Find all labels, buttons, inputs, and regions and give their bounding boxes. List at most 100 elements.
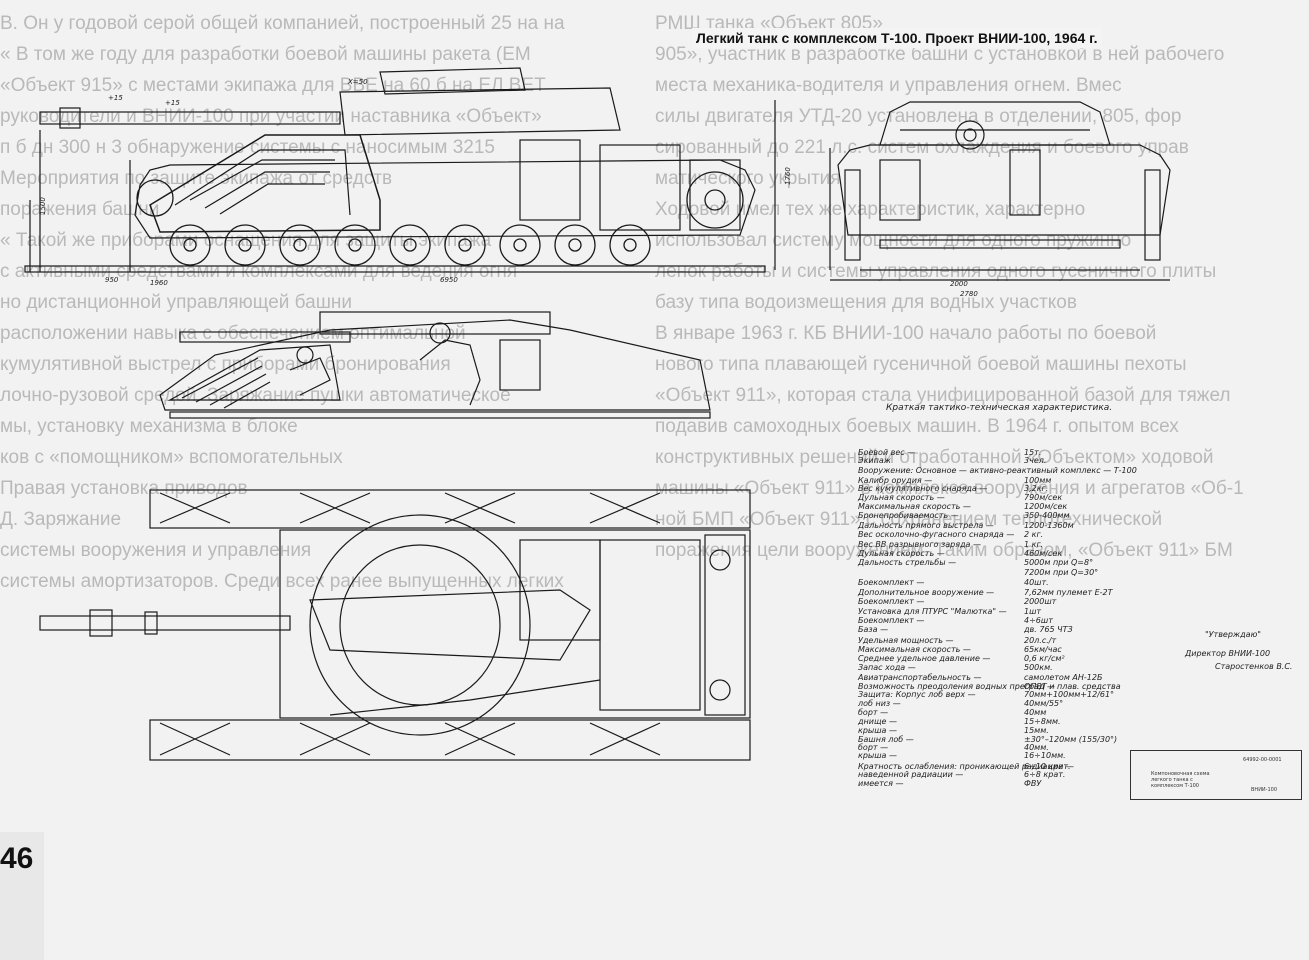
spec-row: Боекомплект —4÷6шт	[848, 616, 1148, 626]
spec-row: имеется — ФВУ	[848, 779, 1148, 789]
spec-row-label: днище —	[858, 717, 897, 726]
spec-row-value: 6÷10 крат.	[1024, 762, 1071, 771]
spec-row-label: Максимальная скорость —	[858, 645, 971, 654]
spec-row: Вес ВВ разрывного заряда —1 кг.	[848, 540, 1148, 550]
spec-row: Дульная скорость —790м/сек	[848, 493, 1148, 503]
background-text-line: системы амортизаторов. Среди всех ранее …	[0, 571, 564, 592]
spec-row-value: 0,6 кг/см²	[1024, 654, 1065, 663]
background-text-line: матического укрытия	[655, 168, 841, 189]
spec-row-value: 15мм.	[1024, 726, 1049, 735]
spec-row: крыша —16÷10мм.	[848, 751, 1148, 761]
spec-row: Запас хода — 500км.	[848, 663, 1148, 673]
spec-row-value: 2 кг.	[1024, 530, 1044, 539]
spec-row: База —дв. 765 ЧТЗ	[848, 625, 1148, 635]
title-block-stamp: 64992-00-0001 Компоновочная схема легког…	[1130, 750, 1302, 800]
spec-row-value: 40мм.	[1024, 743, 1049, 752]
dimension-label: 2000	[950, 280, 968, 288]
spec-row: лоб низ — 40мм/55°	[848, 699, 1148, 709]
spec-row-value: 20л.с./т	[1024, 636, 1057, 645]
spec-row-label: лоб низ —	[858, 699, 901, 708]
spec-row-label: Боекомплект —	[858, 616, 925, 625]
background-text-line: руководители и ВНИИ-100 при участии наст…	[0, 106, 542, 127]
spec-row-value: 2000шт	[1024, 597, 1057, 606]
spec-row-label: Дополнительное вооружение —	[858, 588, 995, 597]
spec-row: Дальность прямого выстрела —1200-1360м	[848, 521, 1148, 531]
spec-row-value: ФВУ	[1024, 779, 1042, 788]
background-text-line: поражения цели вооружением. Таким образо…	[655, 540, 1233, 561]
spec-row-label: крыша —	[858, 726, 897, 735]
top-view	[39, 489, 751, 761]
spec-row-label: Запас хода —	[858, 663, 916, 672]
background-text-line: сированный до 221 л.с. систем охлаждения…	[655, 137, 1189, 158]
spec-row: 7200м при Q=30°	[848, 568, 1148, 578]
spec-row-label: Авиатранспортабельность —	[858, 673, 982, 682]
spec-row-value: 7,62мм пулемет Е-2Т	[1024, 588, 1113, 597]
stamp-code: 64992-00-0001	[1243, 757, 1282, 763]
spec-row-label: Калибр орудия —	[858, 476, 933, 485]
background-text-line: ков с «помощником» вспомогательных	[0, 447, 343, 468]
spec-row: Максимальная скорость —1200м/сек	[848, 502, 1148, 512]
spec-row: наведенной радиации —6÷8 крат.	[848, 770, 1148, 780]
spec-row-value: 16÷10мм.	[1024, 751, 1066, 760]
dimension-label: 6950	[440, 276, 458, 284]
spec-row: Дополнительное вооружение — 7,62мм пулеме…	[848, 588, 1148, 598]
dimension-label: +15	[165, 99, 180, 107]
spec-row: Вес осколочно-фугасного снаряда —2 кг.	[848, 530, 1148, 540]
spec-row: Установка для ПТУРС "Малютка" —1шт	[848, 607, 1148, 617]
spec-row-value: ОПВТ и плав. средства	[1024, 682, 1121, 691]
spec-row-label: наведенной радиации —	[858, 770, 964, 779]
spec-row: Вес кумулятивного снаряда —3,2кг.	[848, 484, 1148, 494]
spec-row-label: Дальность стрельбы —	[858, 558, 957, 567]
spec-row-label: Установка для ПТУРС "Малютка" —	[858, 607, 1007, 616]
spec-row-label: имеется —	[858, 779, 904, 788]
background-text-line: ной БМП «Объект 911» с сохранением тепло…	[655, 509, 1163, 530]
approval-line-2: Директор ВНИИ-100	[1185, 649, 1271, 658]
spec-row-label: Экипаж	[858, 456, 891, 465]
spec-row: Боевой вес —15т.	[848, 448, 1148, 458]
background-text-line: но дистанционной управляющей башни	[0, 292, 353, 313]
background-text-line: 905», участник в разработке башни с уста…	[655, 44, 1225, 65]
spec-row: Дульная скорость —460м/сек	[848, 549, 1148, 559]
spec-row-label: Вес ВВ разрывного заряда —	[858, 540, 982, 549]
background-text-line: « Такой же приборами оснащения для защит…	[0, 230, 492, 251]
approval-line-3: Старостенков В.С.	[1215, 662, 1293, 671]
spec-row-label: База —	[858, 625, 889, 634]
spec-row-value: 40мм/55°	[1024, 699, 1064, 708]
spec-row-label: Возможность преодоления водных преград —	[858, 682, 1056, 691]
spec-row: Кратность ослабления: проникающей радиац…	[848, 762, 1148, 772]
stamp-org: ВНИИ-100	[1251, 787, 1278, 793]
side-view-road-wheels	[136, 171, 744, 266]
spec-row: Башня лоб —±30°–120мм (155/30°)	[848, 735, 1148, 745]
spec-row-value: 7200м при Q=30°	[1024, 568, 1099, 577]
spec-row-value: 40мм	[1024, 708, 1047, 717]
spec-row-value: 5000м при Q=8°	[1024, 558, 1094, 567]
spec-row-value: 790м/сек	[1024, 493, 1063, 502]
front-view	[774, 100, 1171, 281]
spec-row-value: 70мм+100мм+12/61°	[1024, 690, 1115, 699]
spec-row-label: Среднее удельное давление —	[858, 654, 991, 663]
spec-row-value: 100мм	[1024, 476, 1052, 485]
spec-row: днище —15÷8мм.	[848, 717, 1148, 727]
background-text-line: подавив самоходных боевых машин. В 1964 …	[655, 416, 1179, 437]
spec-row-label: Вооружение: Основное — активно-реактивны…	[858, 466, 1137, 475]
spec-row-value: 500км.	[1024, 663, 1053, 672]
spec-row-value: самолетом АН-12Б	[1024, 673, 1103, 682]
background-text-line: ленок работы и системы управления одного…	[655, 261, 1217, 282]
spec-row: Бронепробиваемость —350-400мм	[848, 511, 1148, 521]
spec-row-value: 350-400мм	[1024, 511, 1070, 520]
dimension-label: +15	[108, 94, 123, 102]
spec-row-value: 1200м/сек	[1024, 502, 1068, 511]
spec-row-label: Кратность ослабления: проникающей радиац…	[858, 762, 1074, 771]
side-view	[24, 67, 766, 273]
spec-row-label: Защита: Корпус лоб верх —	[858, 690, 976, 699]
spec-row-value: 1200-1360м	[1024, 521, 1074, 530]
spec-row: Вооружение: Основное — активно-реактивны…	[848, 466, 1148, 476]
background-text-line: В. Он у годовой серой общей компанией, п…	[0, 13, 565, 34]
background-text-line: кумулятивной выстрел с приборами брониро…	[0, 354, 451, 375]
spec-row: Дальность стрельбы — 5000м при Q=8°	[848, 558, 1148, 568]
background-text-line: силы двигателя УТД-20 установлена в отде…	[655, 106, 1182, 127]
background-text-line: Ходовой имел тех же характеристик, харак…	[655, 199, 1086, 220]
approval-line-1: "Утверждаю"	[1205, 630, 1261, 639]
spec-row: борт —40мм	[848, 708, 1148, 718]
background-text-line: « В том же году для разработки боевой ма…	[0, 44, 531, 65]
